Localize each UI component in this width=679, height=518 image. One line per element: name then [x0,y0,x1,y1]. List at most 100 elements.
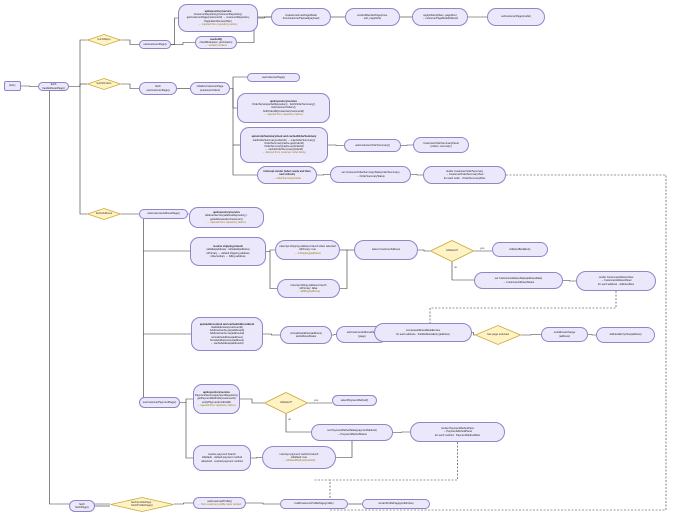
node-line: useCustomerPage() [146,88,170,92]
node-line: loadAddresses(customerId) [211,325,243,329]
node-line: isSecondary → billing address [210,254,246,258]
node-line: handleRoutePage() [42,86,65,90]
node-co-fetch: useCustomerPage() [247,73,300,82]
node-start: Entry [4,81,21,91]
node-line: applyFilters(filters, pageSize) [423,13,457,17]
edge [171,17,178,45]
node-line: set PaymentMethodState(paymentMethod) [327,429,377,433]
edge [121,83,139,89]
node-line: resolve payment branch [208,453,236,457]
decision-label: isDefault? [446,249,458,253]
edge [263,333,280,336]
edge-label-yes: yes [480,246,485,250]
node-line: fetch [50,83,57,87]
node-line: render CustomerAddressView [598,276,634,280]
decision-d-pm: isDefault? [264,392,308,414]
edge [171,42,195,45]
node-line: → CustomerOrderSummaryView [445,173,484,177]
edge [429,291,617,323]
node-line: (orders, summary) [430,145,452,148]
node-co-result: CustomerOrderSummaryPanel(orders, summar… [413,137,469,153]
node-line: setCustomerPage(model) [501,15,531,19]
node-ad-state: set CustomerAddressState(addressData)→ C… [474,272,563,289]
node-rs-step2: sortAndRenderPage(rows,sort, pageSize) [345,8,400,26]
edge-label-no: no [454,265,458,269]
node-line: → CustomerAddressStatus [502,280,535,284]
node-line: AddressService(addressRepository) · getA… [204,214,249,221]
node-title: api/repository/service [270,99,297,103]
edge [269,251,277,289]
edge [185,402,193,459]
edge [230,76,247,89]
node-line: isDefault: true [290,455,307,459]
node-title: intercept render (when ready and then ne… [263,170,311,177]
node-line: for each address · AddressRow [597,282,635,286]
edge [266,249,275,252]
node-line: → PaymentMethodPanel [443,430,472,434]
node-line: loadOrderSummary(orderIds) → mapOrderSum… [252,138,316,142]
node-line: for each address · buildAddressEntry(add… [396,332,450,336]
node-line: useCustomerPage() [143,42,167,46]
edge [174,502,193,505]
node-title: api/repository/service [213,211,240,215]
node-title: api/repository/service [203,390,230,394]
node-line: normalizeAddress(address) [211,335,243,339]
decision-label: fetch/Orders [96,82,112,86]
node-line: intercept billing address branch [290,283,327,287]
node-rs-step3: applyFilters(filters, pageSize)→ custome… [412,8,468,26]
node-title: api/repository/service [204,9,232,13]
node-note: ← injected from repository factory [198,22,238,26]
node-line: renderProfilePage(profileView) [378,502,414,506]
edge [588,334,596,336]
node-pm-view: render PaymentMethodView→ PaymentMethodP… [410,422,505,442]
edge [418,249,430,252]
node-line: AddressBookEntry [509,247,531,251]
node-line: isPrimary → default shipping address [206,251,250,255]
edge [332,334,336,336]
node-line: setAddressStatus [295,335,317,338]
node-ad-merge: select CustomerAddress [354,240,418,260]
node-ad-cb: onAddressChange(address) [541,327,588,342]
edge [317,174,330,176]
node-line: select CustomerAddress [371,248,401,252]
decision-label: has page selected [487,333,509,337]
node-title: apis/orderSummaryHook and cachedOrderSum… [251,135,317,139]
node-line: isExpired · expired payment method [201,459,243,463]
node-line: → OrderSummaryStatus [356,174,385,178]
node-pm-loader: useCustomerPaymentPage() [139,397,180,408]
node-line: AddressCache.get(addressId) [209,329,245,333]
edge [393,431,410,433]
node-mp-c: renderProfilePage(profileView) [362,499,430,509]
edge [143,219,190,252]
node-line: intercept payment method branch [279,452,319,456]
edge [232,88,257,176]
node-line: useCustomerAddressPage() [147,212,180,216]
node-line: onAddressChange [553,331,576,335]
node-line: → CustomerAddressPanel [600,279,632,283]
node-line: isPrimary: false [299,286,318,290]
node-ad-view: render CustomerAddressView→ CustomerAddr… [576,271,656,291]
node-line: CustomerOrderSummaryPanel [423,141,459,145]
edge [330,442,458,481]
node-note: ← injected from repository factory [207,220,246,224]
node-line: ← cacheOrderSummary(orderId) [265,148,303,152]
node-line: normalizeAddress(address) [290,331,322,335]
edge [139,334,144,404]
node-rs-auth: useAuth()checkRole(user, permission)← se… [195,36,237,49]
node-mp-a: useCustomerProfile()← from customer prof… [193,497,246,509]
node-line: Entry [9,84,16,88]
node-co-update: useCustomerOrderSummary() [344,139,401,152]
edge [314,174,667,511]
decision-d-ad-ok: isDefault? [430,240,474,262]
node-title: useAuth() [209,37,223,41]
node-line: fromCustomerPayload(payload) [282,17,320,20]
decision-d-route3: fetch/Address [87,208,121,220]
